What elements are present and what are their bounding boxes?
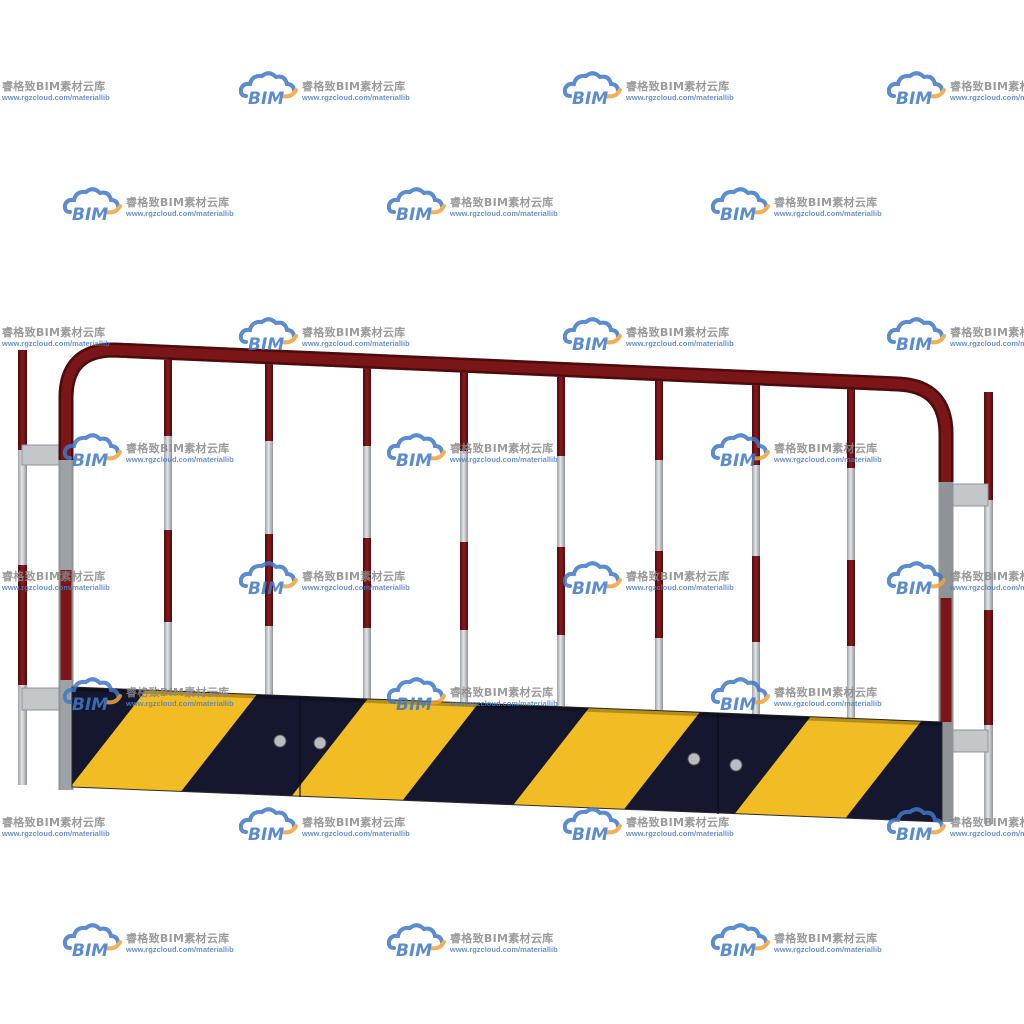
panel-bolt — [687, 752, 701, 766]
hazard-stripe-panel — [71, 686, 943, 823]
left-adjoining-post — [18, 350, 67, 785]
panel-bolt — [729, 758, 743, 772]
panel-bolt — [313, 736, 327, 750]
barrier-main-frame — [58, 342, 954, 822]
barrier-balusters — [164, 360, 855, 718]
right-adjoining-post — [951, 392, 993, 824]
panel-bolt — [273, 734, 287, 748]
